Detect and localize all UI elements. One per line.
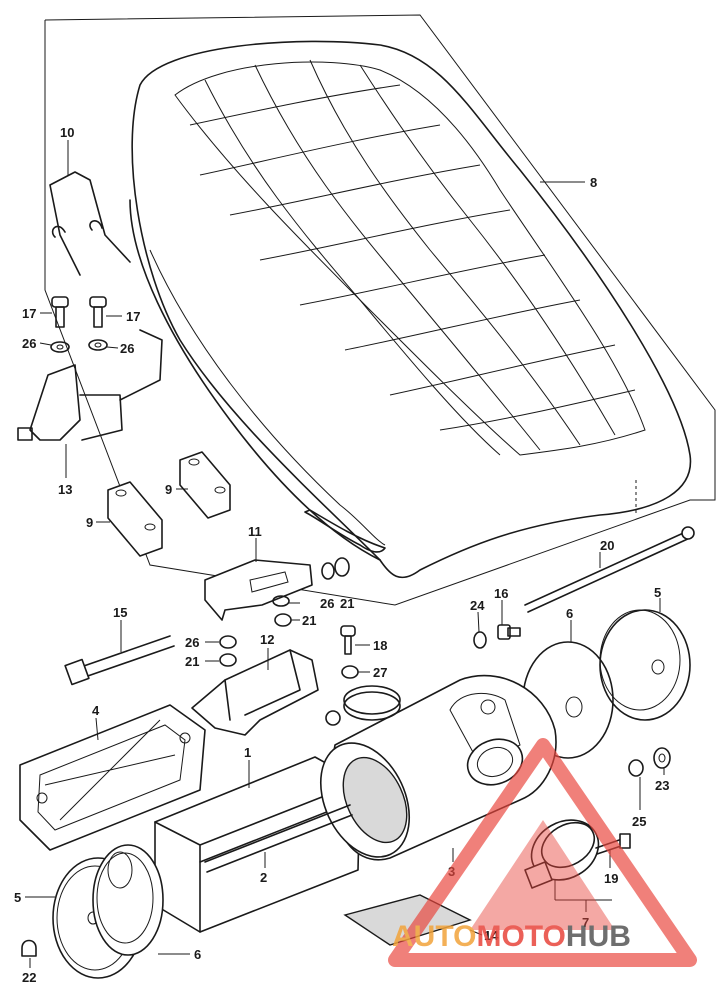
air-cleaner-case <box>319 674 557 862</box>
callout-2: 2 <box>260 870 267 885</box>
callout-16: 16 <box>494 586 508 601</box>
callout-4: 4 <box>92 703 100 718</box>
bolt-16 <box>497 600 521 640</box>
callout-6-upper: 6 <box>566 606 573 621</box>
bolt-17-left <box>40 296 69 328</box>
washer-26-bracket <box>272 595 300 607</box>
washer-25 <box>628 759 644 810</box>
callout-20: 20 <box>600 538 614 553</box>
nut-21-bracket <box>274 613 300 627</box>
washer-24 <box>473 611 487 649</box>
callout-17-right: 17 <box>126 309 140 324</box>
callout-10: 10 <box>60 125 74 140</box>
callout-21-top: 21 <box>340 596 354 611</box>
seat-group-frame <box>44 14 716 606</box>
callout-6-lower: 6 <box>194 947 201 962</box>
callout-5-lower: 5 <box>14 890 21 905</box>
holder <box>191 648 319 736</box>
callout-15: 15 <box>113 605 127 620</box>
callout-26-bracket: 26 <box>320 596 334 611</box>
callout-26-right: 26 <box>120 341 134 356</box>
callout-7: 7 <box>582 915 589 930</box>
watermark-logo: AUTOMOTOHUB <box>388 738 697 967</box>
callout-19: 19 <box>604 871 618 886</box>
callout-23: 23 <box>655 778 669 793</box>
washer-26-left <box>39 341 70 353</box>
watermark-moto: MOTO <box>476 920 565 953</box>
callout-1: 1 <box>244 745 251 760</box>
callout-5-upper: 5 <box>654 585 661 600</box>
callout-9-upper: 9 <box>165 482 172 497</box>
seat <box>129 40 692 579</box>
long-bolt <box>64 620 175 686</box>
rubber-block-upper <box>176 451 231 519</box>
mounting-frame <box>19 704 206 851</box>
washer-26-holder <box>205 635 237 649</box>
nut-21-top <box>334 557 350 577</box>
callout-9-lower: 9 <box>86 515 93 530</box>
callout-labels: 8 10 17 17 26 26 13 9 9 11 26 21 21 20 5… <box>14 125 669 985</box>
washer-26-top <box>321 562 335 580</box>
gasket-lower <box>92 844 190 956</box>
callout-11: 11 <box>248 524 262 539</box>
callout-13: 13 <box>58 482 72 497</box>
nut-23 <box>653 747 671 775</box>
callout-12: 12 <box>260 632 274 647</box>
through-rod <box>204 804 353 873</box>
callout-17-left: 17 <box>22 306 36 321</box>
callout-14: 14 <box>484 928 499 943</box>
callout-25: 25 <box>632 814 646 829</box>
seat-lock <box>17 329 163 478</box>
washer-27 <box>341 665 370 679</box>
svg-text:AUTOMOTOHUB: AUTOMOTOHUB <box>392 920 631 953</box>
washer-26-right <box>88 339 119 351</box>
long-rod <box>524 526 695 613</box>
watermark-hub: HUB <box>566 920 631 953</box>
cover-upper <box>599 598 691 721</box>
callout-27: 27 <box>373 665 387 680</box>
seat-spring <box>49 140 131 276</box>
callout-21-holder: 21 <box>185 654 199 669</box>
bolt-17-right <box>89 296 122 328</box>
cap <box>21 939 37 968</box>
bracket <box>204 538 313 621</box>
callout-21-bracket: 21 <box>302 613 316 628</box>
watermark-auto: AUTO <box>392 920 476 953</box>
callout-8: 8 <box>590 175 597 190</box>
callout-26-holder: 26 <box>185 635 199 650</box>
callout-22: 22 <box>22 970 36 985</box>
callout-18: 18 <box>373 638 387 653</box>
callout-26-left: 26 <box>22 336 36 351</box>
bolt-18 <box>340 625 370 655</box>
warning-triangle-icon <box>388 738 697 967</box>
callout-24: 24 <box>470 598 485 613</box>
nut-21-holder <box>205 653 237 667</box>
rubber-block-lower <box>96 481 163 557</box>
hose-clamp <box>325 685 401 726</box>
